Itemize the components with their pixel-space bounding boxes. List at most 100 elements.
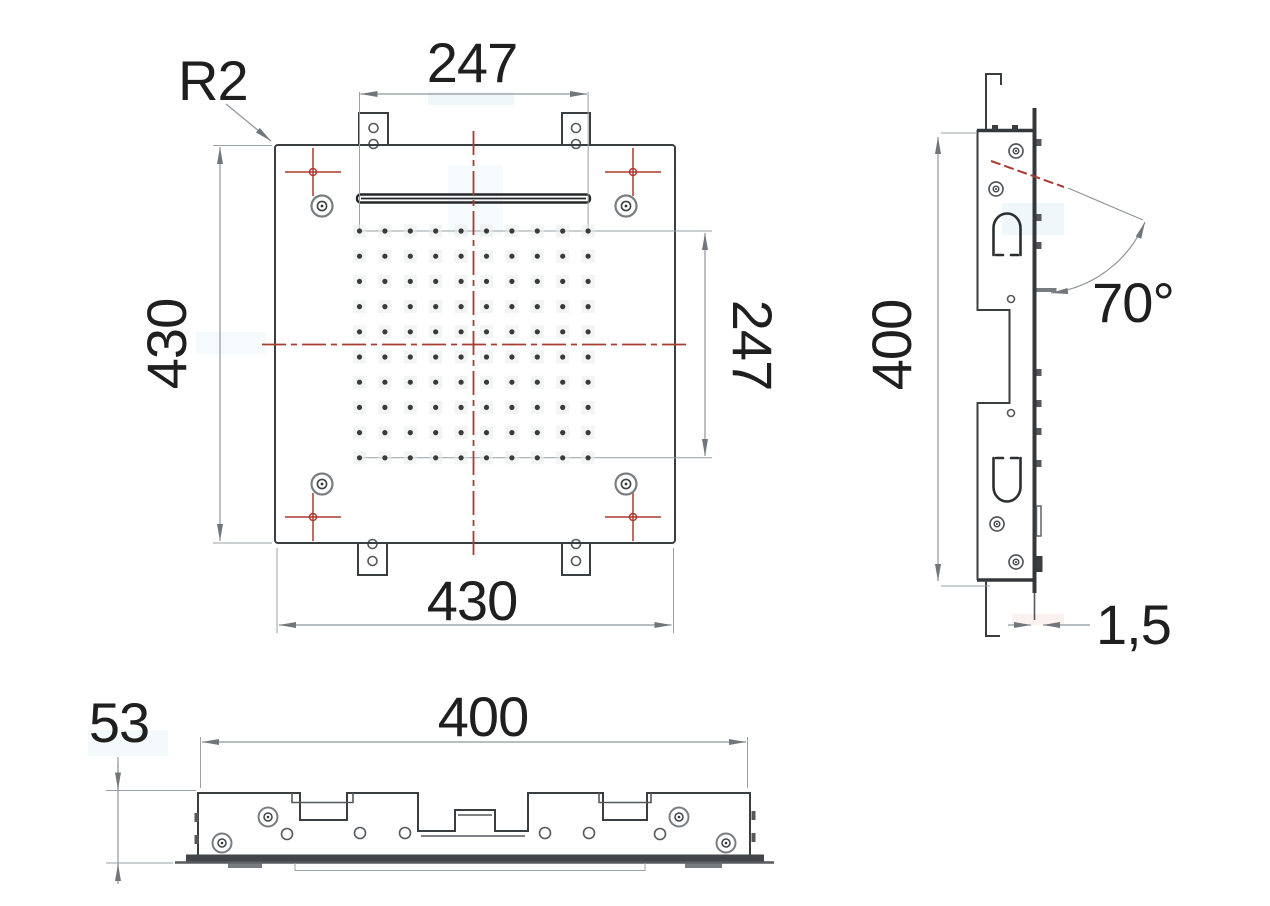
nozzle-dot — [534, 404, 540, 410]
nozzle-dot — [458, 404, 464, 410]
nozzle-dot — [407, 404, 413, 410]
nozzle-dot — [458, 430, 464, 436]
crosshair — [605, 493, 661, 541]
nozzle-dot — [433, 304, 439, 310]
nozzle-dot — [509, 455, 515, 461]
nozzle-dot — [407, 253, 413, 259]
dim-side-height: 400 — [860, 132, 990, 587]
nozzle-dot — [585, 354, 591, 360]
nozzle-dot — [356, 253, 363, 259]
nozzle-dot — [407, 304, 413, 310]
front-view: 400 53 — [89, 685, 774, 884]
nozzle-grid — [353, 224, 595, 465]
nozzle-dot — [560, 354, 566, 360]
screw — [310, 194, 334, 218]
swing-open-line — [1067, 187, 1144, 221]
screw — [988, 181, 1004, 197]
nozzle-dot — [356, 278, 363, 284]
dim-label-left-height: 430 — [135, 299, 198, 389]
center-lines — [262, 131, 688, 557]
nozzle-dot — [483, 253, 490, 259]
screw — [715, 832, 737, 854]
nozzle-dot — [585, 253, 591, 259]
nozzle-dot — [458, 354, 464, 360]
side-view: 70° 400 1,5 — [860, 73, 1175, 656]
nozzle-dot — [534, 278, 540, 284]
nozzle-dot — [433, 404, 439, 410]
dim-front-height: 53 — [89, 691, 196, 884]
screw — [668, 806, 690, 828]
nozzle-dot — [356, 228, 363, 234]
nozzle-dot — [382, 455, 388, 461]
edge-clip — [1012, 125, 1018, 130]
nozzle-dot — [382, 379, 388, 385]
nozzle-dot — [382, 228, 388, 234]
nozzle-dot — [585, 329, 591, 335]
crosshair — [285, 148, 341, 196]
nozzle-dot — [433, 278, 439, 284]
nozzle-dot — [382, 253, 388, 259]
dim-bottom-width: 430 — [276, 548, 674, 633]
nozzle-dot — [585, 304, 591, 310]
dim-front-width: 400 — [200, 685, 748, 788]
compression-artifacts — [88, 92, 1064, 756]
dim-label-bottom-width: 430 — [427, 569, 517, 632]
nozzle-dot — [458, 228, 464, 234]
nozzle-dot — [509, 253, 515, 259]
nozzle-dot — [458, 253, 464, 259]
nozzle-dot — [560, 455, 566, 461]
nozzle-dot — [433, 354, 439, 360]
side-screws — [988, 143, 1024, 570]
nozzle-dot — [458, 304, 464, 310]
nozzle-dot — [483, 430, 490, 436]
dim-label-front-height: 53 — [89, 691, 149, 754]
nozzle-dot — [509, 404, 515, 410]
dim-right-height: 247 — [702, 233, 784, 456]
nozzle-dot — [382, 404, 388, 410]
nozzle-dot — [509, 379, 515, 385]
crosshair — [605, 148, 661, 196]
nozzle-dot — [509, 354, 515, 360]
nozzle-dot — [534, 228, 540, 234]
nozzle-dot — [560, 253, 566, 259]
nozzle-dot — [534, 455, 540, 461]
nozzle-dot — [433, 329, 439, 335]
nozzle-dot — [356, 379, 363, 385]
nozzle-dot — [585, 228, 591, 234]
side-body-contour — [976, 130, 1011, 580]
screw — [1008, 143, 1024, 159]
keyhole-upper — [992, 212, 1022, 257]
dim-thickness: 1,5 — [1008, 593, 1172, 656]
nozzle-dot — [407, 379, 413, 385]
nozzle-dot — [509, 329, 515, 335]
nozzle-dot — [534, 329, 540, 335]
base-tab — [228, 862, 262, 868]
dim-label-top-width: 247 — [427, 31, 517, 94]
nozzle-dot — [534, 253, 540, 259]
top-hook — [985, 73, 1002, 130]
base-recess — [294, 863, 646, 871]
nozzle-dot — [433, 228, 439, 234]
nozzle-dot — [560, 228, 566, 234]
nozzle-dot — [433, 379, 439, 385]
crosshair — [285, 493, 341, 541]
nozzle-dot — [560, 379, 566, 385]
nozzle-dot — [458, 278, 464, 284]
nozzle-dot — [534, 354, 540, 360]
nozzle-dot — [509, 228, 515, 234]
pin-hole — [1006, 294, 1016, 304]
nozzle-dot — [356, 455, 363, 461]
nozzle-dot — [433, 455, 439, 461]
nozzle-dot — [585, 379, 591, 385]
nozzle-dot — [458, 455, 464, 461]
nozzle-dot — [560, 404, 566, 410]
nozzle-dot — [534, 304, 540, 310]
bottom-hook — [985, 580, 1000, 637]
edge-clip — [992, 125, 998, 130]
nozzle-dot — [356, 354, 363, 360]
nozzle-dot — [483, 404, 490, 410]
panel-edge — [1032, 108, 1037, 593]
corner-crosshairs — [285, 148, 661, 541]
dim-label-front-width: 400 — [438, 685, 528, 748]
swing-centerline — [990, 160, 1065, 188]
